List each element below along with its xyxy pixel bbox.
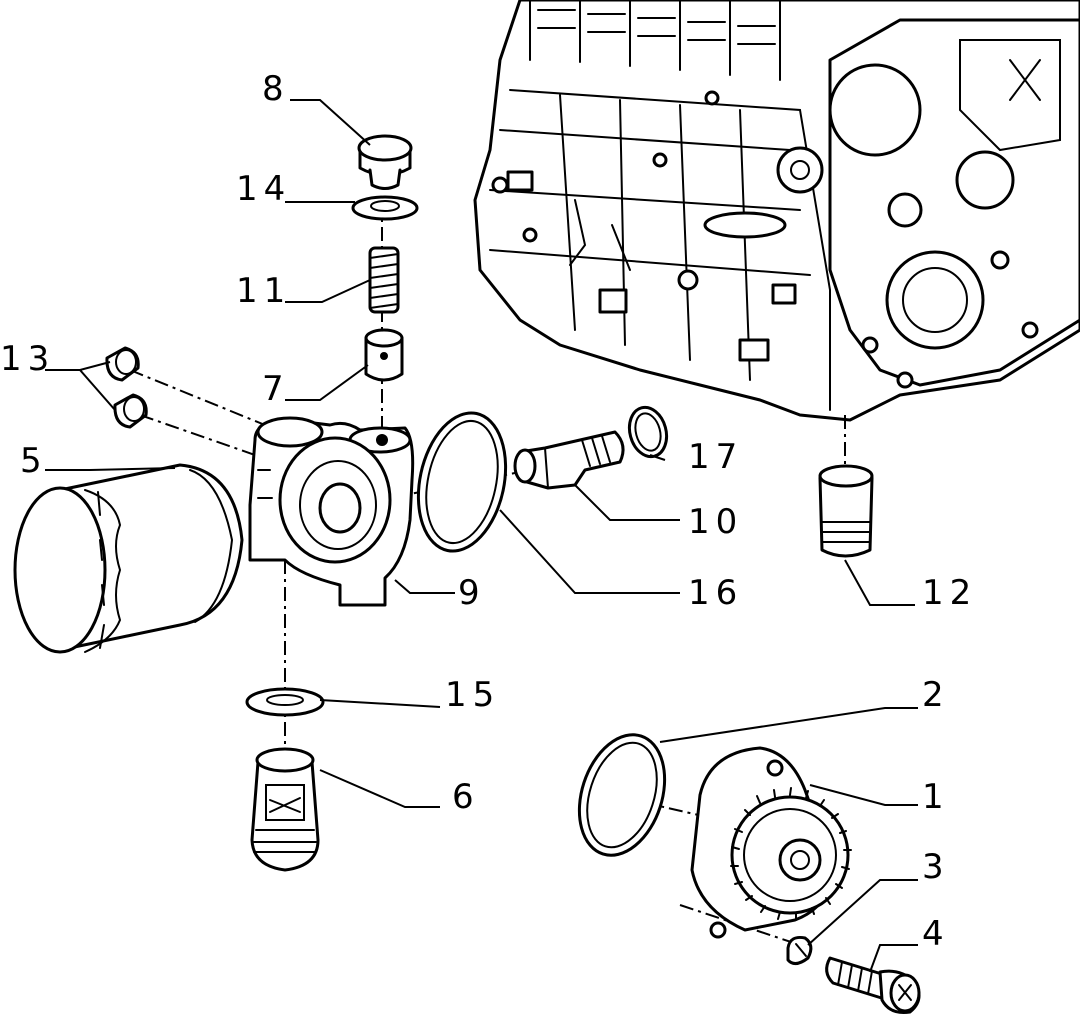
part-7-piston <box>364 328 404 382</box>
callout-14: 14 <box>236 169 291 209</box>
callout-2: 2 <box>922 675 950 715</box>
leader-lines <box>45 99 918 973</box>
callout-1: 1 <box>922 777 950 817</box>
part-11-spring <box>368 246 400 314</box>
part-5-oil-filter <box>13 463 244 654</box>
callout-3: 3 <box>922 847 950 887</box>
part-1-oil-pump <box>690 746 852 939</box>
callout-12: 12 <box>922 573 977 613</box>
callout-16: 16 <box>688 573 743 613</box>
part-9-filter-housing <box>248 416 415 607</box>
part-13-plugs <box>105 346 148 429</box>
callout-13: 13 <box>0 339 55 379</box>
part-16-o-ring <box>416 411 508 553</box>
part-8-cap <box>357 134 413 190</box>
callout-11: 11 <box>236 271 291 311</box>
part-17-ring <box>627 405 669 459</box>
part-15-washer <box>245 687 325 717</box>
part-10-nipple <box>513 430 625 490</box>
part-4-screw <box>825 956 921 1014</box>
part-12-plug <box>818 464 874 558</box>
callout-5: 5 <box>20 441 48 481</box>
callout-6: 6 <box>452 777 480 817</box>
part-3-lock-washer <box>786 936 813 965</box>
callout-9: 9 <box>458 573 486 613</box>
callout-17: 17 <box>688 437 743 477</box>
callout-10: 10 <box>688 502 743 542</box>
part-2-gasket <box>577 733 667 857</box>
part-14-washer <box>351 195 419 221</box>
callout-labels: 8 14 11 7 13 5 17 10 9 16 12 15 6 2 1 3 … <box>0 69 977 954</box>
callout-7: 7 <box>262 369 290 409</box>
callout-15: 15 <box>445 675 500 715</box>
engine-block <box>473 0 1080 422</box>
callout-8: 8 <box>262 69 290 109</box>
callout-4: 4 <box>922 914 950 954</box>
part-6-valve <box>250 747 320 872</box>
